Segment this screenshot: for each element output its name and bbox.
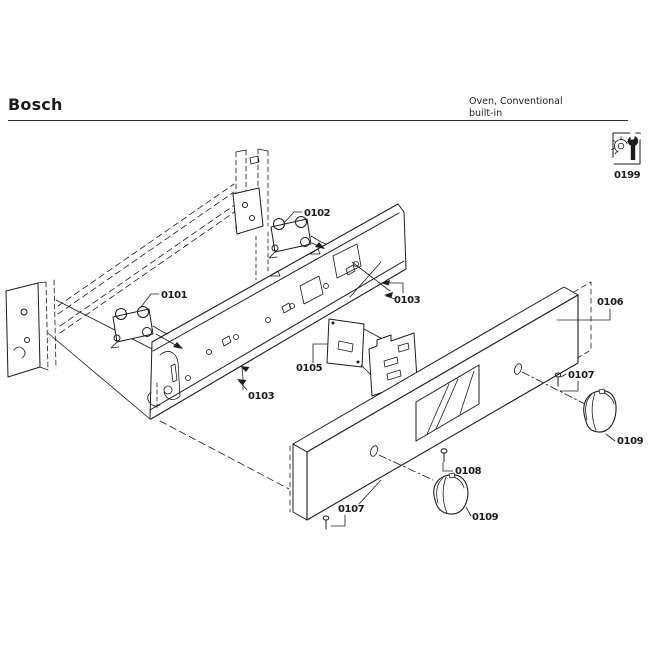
switch-0102 xyxy=(268,216,327,259)
part-label-0109-bottom: 0109 xyxy=(472,512,499,523)
part-label-0107-left: 0107 xyxy=(338,504,365,515)
part-label-0103-right: 0103 xyxy=(394,295,421,306)
knob-0109-right: 0109 xyxy=(583,388,644,447)
left-wall-bracket xyxy=(5,279,153,420)
appliance-type-line2: built-in xyxy=(469,107,503,119)
header-divider xyxy=(8,120,628,121)
part-label-0102: 0102 xyxy=(304,208,331,219)
part-label-0103-left: 0103 xyxy=(248,391,275,402)
control-panel-0106 xyxy=(289,281,592,521)
callout-0106: 0106 xyxy=(556,297,624,321)
knob-shaft-hole-left xyxy=(370,445,378,457)
screw-0107-left: 0107 xyxy=(322,479,382,530)
service-tools-icon: 0199 xyxy=(609,131,643,181)
appliance-type-line1: Oven, Conventional xyxy=(469,96,563,107)
arrowhead xyxy=(173,342,183,349)
appliance-type: Oven, Conventional built-in xyxy=(469,96,563,119)
screw-callout-0103-right: 0103 xyxy=(381,280,421,306)
mounting-plate-0105 xyxy=(326,318,389,391)
part-label-0109-right: 0109 xyxy=(617,436,644,447)
main-crossmember-rail xyxy=(147,203,407,490)
part-label-0108: 0108 xyxy=(455,466,482,477)
arrowhead xyxy=(315,242,325,249)
brand-logo: Bosch xyxy=(8,95,63,114)
screw-0107-right: 0107 xyxy=(554,370,595,392)
knob-shaft-hole-right xyxy=(514,363,522,375)
knob-0109-bottom: 0109 xyxy=(433,472,499,523)
callout-0102: 0102 xyxy=(283,208,331,224)
callout-0105: 0105 xyxy=(296,343,329,374)
callout-0101: 0101 xyxy=(140,290,188,308)
part-label-0199: 0199 xyxy=(614,170,641,181)
screw-0108: 0108 xyxy=(440,448,482,477)
part-label-0101: 0101 xyxy=(161,290,188,301)
part-label-0105: 0105 xyxy=(296,363,323,374)
part-label-0106: 0106 xyxy=(597,297,624,308)
upper-support-rail xyxy=(57,183,237,334)
switch-0101 xyxy=(110,306,183,349)
wrench-icon xyxy=(627,131,639,160)
top-mounting-bracket xyxy=(232,148,269,281)
display-window xyxy=(415,364,480,442)
part-label-0107-right: 0107 xyxy=(568,370,595,381)
screw-callout-0103-left: 0103 xyxy=(237,366,275,402)
